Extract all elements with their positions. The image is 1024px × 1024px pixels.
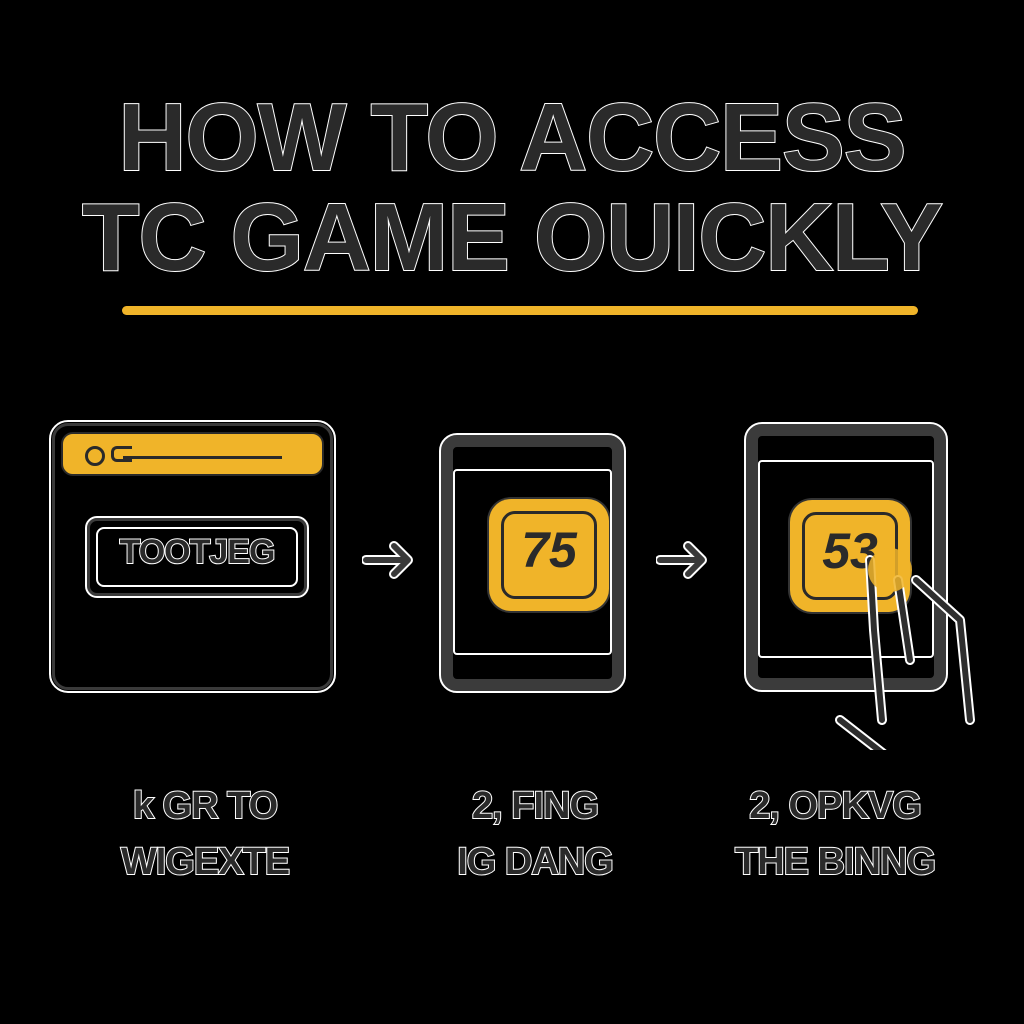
- step-1-browser-window: TOOTJEG: [49, 420, 336, 693]
- step-1-caption: k GR TO WIGEXTE: [120, 784, 291, 884]
- badge-number: 75: [521, 522, 577, 578]
- search-field: TOOTJEG: [85, 516, 309, 598]
- phone-screen: [758, 460, 934, 658]
- page-title: HOW TO ACCESS TC GAME OUICKLY: [0, 84, 1024, 291]
- title-divider: [122, 306, 918, 315]
- number-badge: 75: [489, 499, 609, 611]
- search-field-text: TOOTJEG: [119, 532, 277, 572]
- key-shaft: [111, 446, 132, 462]
- step-2-phone: 75: [439, 433, 626, 693]
- title-line-1: HOW TO ACCESS: [118, 84, 908, 191]
- title-line-2: TC GAME OUICKLY: [81, 184, 944, 291]
- hand-tap-icon: [835, 548, 975, 750]
- phone-screen: [453, 469, 612, 655]
- arrow-right-icon: [656, 541, 707, 579]
- arrow-right-icon: [362, 541, 413, 579]
- key-icon: [85, 446, 105, 466]
- address-bar-line: [123, 456, 282, 459]
- address-bar: [61, 432, 324, 476]
- step-2-caption: 2, FING IG DANG: [456, 784, 615, 884]
- step-3-caption: 2, OPKVG THE BINNG: [734, 784, 937, 884]
